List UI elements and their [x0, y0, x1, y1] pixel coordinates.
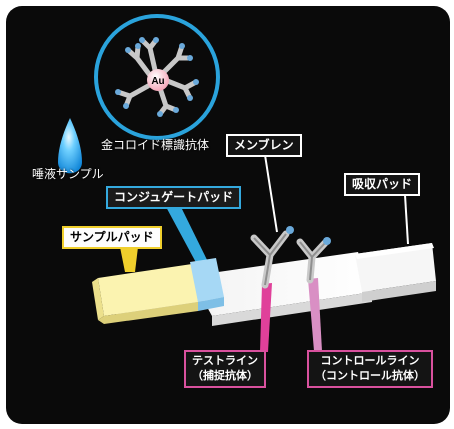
membrane	[190, 252, 372, 316]
control-line-callout: コントロールライン （コントロール抗体）	[307, 350, 433, 388]
test-strip	[92, 243, 436, 326]
control-line-leader	[308, 278, 322, 351]
sample-pad	[98, 264, 198, 316]
saliva-sample-label: 唾液サンプル	[32, 167, 104, 181]
absorbent-pad-callout: 吸収パッド	[344, 173, 421, 197]
control-line-title: コントロールライン	[320, 354, 420, 367]
test-line-antibody	[250, 226, 294, 289]
test-line-leader	[260, 283, 272, 352]
test-line-title: テストライン	[192, 354, 258, 367]
membrane-callout: メンブレン	[226, 134, 302, 158]
control-line-subtitle: （コントロール抗体）	[315, 368, 425, 382]
sample-pad-callout: サンプルパッド	[62, 226, 162, 250]
gold-colloid-zoom: Au	[94, 14, 220, 140]
gold-particle	[147, 69, 169, 91]
conjugate-pad-side	[198, 297, 224, 311]
gold-colloid-label: 金コロイド標識抗体	[101, 138, 210, 152]
sample-pad-front	[92, 278, 104, 320]
callout-leaders	[264, 154, 409, 245]
conjugate-pad-callout: コンジュゲートパッド	[106, 186, 242, 210]
membrane-side	[212, 292, 372, 326]
sample-pad-leader	[120, 247, 138, 272]
conjugate-pad	[190, 258, 224, 302]
test-line-callout: テストライン （捕捉抗体）	[184, 350, 266, 388]
gold-symbol: Au	[151, 76, 164, 87]
conjugate-pad-leader	[165, 205, 212, 270]
saliva-drop	[58, 118, 82, 174]
absorbent-pad-top	[355, 243, 434, 259]
absorbent-pad-side	[362, 281, 436, 302]
sample-pad-side	[98, 302, 198, 324]
test-line-subtitle: （捕捉抗体）	[192, 368, 258, 382]
control-line-antibody	[296, 237, 331, 284]
